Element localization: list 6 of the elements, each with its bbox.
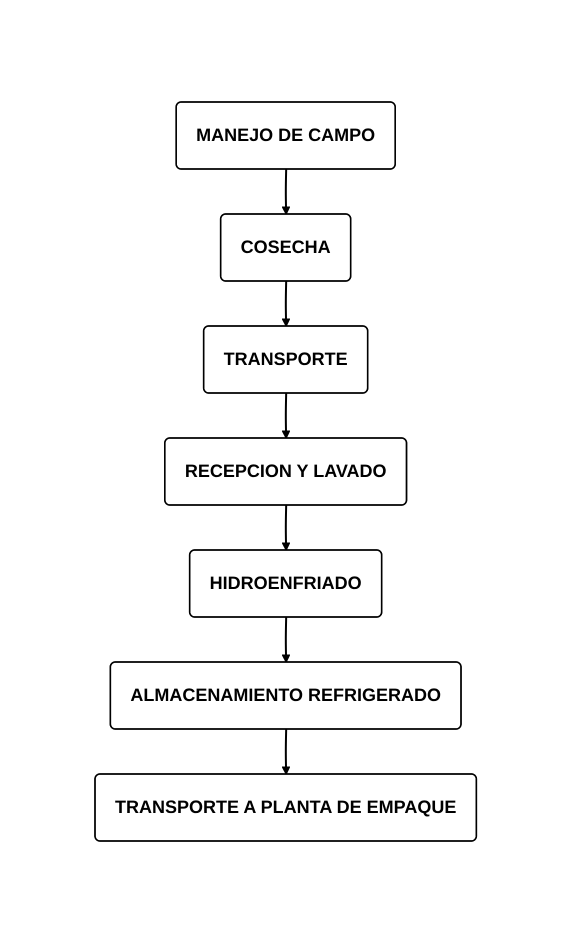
arrow [281, 281, 290, 327]
arrow [281, 169, 290, 215]
arrow [281, 393, 290, 439]
arrow [281, 505, 290, 551]
arrow [281, 617, 290, 663]
arrow [281, 729, 290, 775]
